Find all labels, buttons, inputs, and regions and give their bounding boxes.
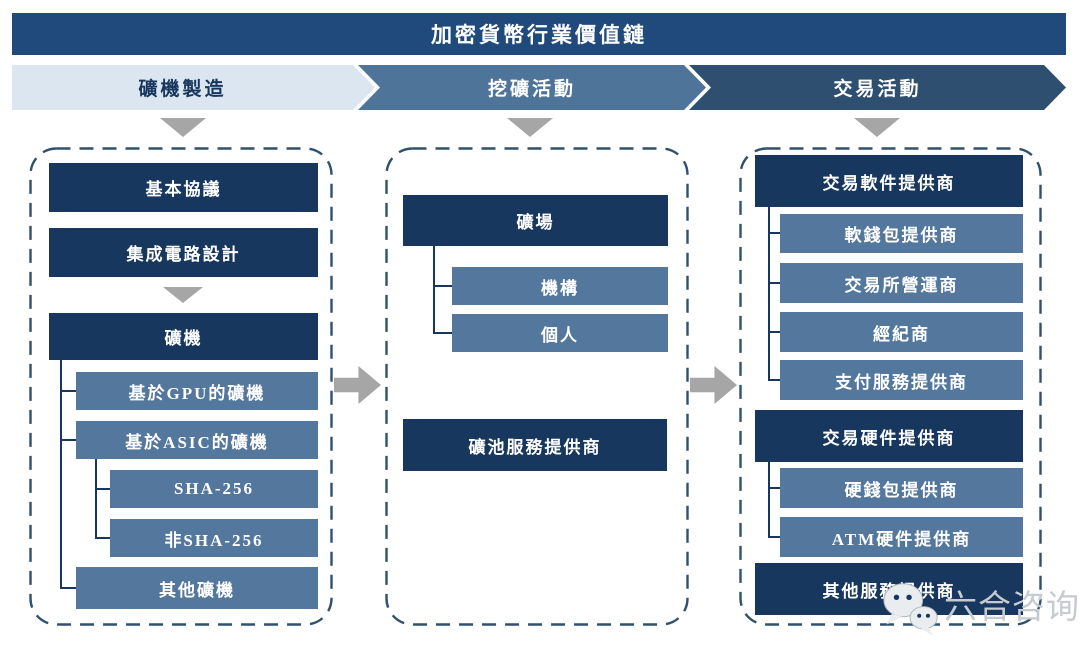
connector-line <box>60 439 76 441</box>
down-arrow-icon <box>507 118 553 137</box>
connector-line <box>433 332 452 334</box>
box-label: 機構 <box>541 278 579 298</box>
box-label: 礦機 <box>164 329 203 348</box>
box-trading-software-provider: 交易軟件提供商 <box>755 155 1023 207</box>
stage-label: 交易活動 <box>833 79 922 100</box>
box-individual: 個人 <box>452 314 668 352</box>
stage-group-outline-mining <box>385 147 689 626</box>
connector-line <box>768 282 780 284</box>
stage-group-outline-trading <box>739 147 1042 626</box>
down-arrow-icon <box>160 118 206 137</box>
down-arrow-icon <box>163 287 203 303</box>
connector-line <box>95 537 110 539</box>
box-mine-farm: 礦場 <box>403 195 668 246</box>
box-label: 非SHA-256 <box>164 530 264 550</box>
box-label: 礦池服務提供商 <box>468 437 602 457</box>
box-label: 硬錢包提供商 <box>844 480 959 500</box>
box-payment-service-provider: 支付服務提供商 <box>780 360 1023 400</box>
connector-line <box>60 587 76 589</box>
connector-line <box>768 207 770 381</box>
stage-chevron-mining-activities: 挖礦活動 <box>358 65 706 110</box>
flow-arrow-icon <box>334 366 381 404</box>
box-institution: 機構 <box>452 267 668 305</box>
connector-line <box>768 379 780 381</box>
connector-line <box>60 390 76 392</box>
down-arrow-icon <box>854 118 900 137</box>
stage-label: 礦機製造 <box>138 79 227 100</box>
page-title: 加密貨幣行業價值鏈 <box>12 13 1066 55</box>
connector-line <box>60 360 62 589</box>
box-other-miners: 其他礦機 <box>76 567 318 609</box>
box-label: 基於ASIC的礦機 <box>125 432 269 452</box>
connector-line <box>768 487 780 489</box>
box-asic-miner: 基於ASIC的礦機 <box>76 421 318 459</box>
box-ic-design: 集成電路設計 <box>49 228 318 277</box>
flow-arrow-icon <box>690 366 737 404</box>
box-label: 支付服務提供商 <box>835 372 968 392</box>
box-label: SHA-256 <box>173 479 255 498</box>
stage-chevron-trading-activities: 交易活動 <box>689 65 1066 110</box>
box-label: 基本協議 <box>145 180 222 199</box>
connector-line <box>768 232 780 234</box>
box-label: 個人 <box>541 325 579 345</box>
watermark: 六合咨询 <box>880 577 1080 639</box>
box-atm-hardware-provider: ATM硬件提供商 <box>780 517 1023 557</box>
box-label: 集成電路設計 <box>126 245 241 264</box>
connector-line <box>768 331 780 333</box>
box-label: 其他礦機 <box>159 580 235 600</box>
box-hard-wallet-provider: 硬錢包提供商 <box>780 468 1023 508</box>
box-mining-pool-provider: 礦池服務提供商 <box>403 419 667 471</box>
connector-line <box>433 246 435 334</box>
box-gpu-miner: 基於GPU的礦機 <box>76 372 318 410</box>
box-basic-protocol: 基本協議 <box>49 163 318 212</box>
connector-line <box>95 488 110 490</box>
box-broker: 經紀商 <box>780 312 1023 352</box>
box-label: 交易所營運商 <box>844 275 959 295</box>
box-sha256: SHA-256 <box>110 470 318 508</box>
box-label: 交易軟件提供商 <box>822 173 956 193</box>
stage-chevron-miner-manufacturing: 礦機製造 <box>12 65 375 110</box>
connector-line <box>768 536 780 538</box>
box-label: 軟錢包提供商 <box>844 226 959 245</box>
box-label: 經紀商 <box>873 324 930 344</box>
connector-line <box>433 285 452 287</box>
connector-line <box>768 462 770 538</box>
watermark-label: 六合咨询 <box>944 589 1080 626</box>
stage-group-outline-manufacturing <box>29 147 333 626</box>
stage-label: 挖礦活動 <box>487 79 576 100</box>
box-trading-hardware-provider: 交易硬件提供商 <box>755 410 1023 462</box>
box-label: ATM硬件提供商 <box>831 529 972 549</box>
box-label: 礦場 <box>516 213 555 232</box>
box-exchange-operator: 交易所營運商 <box>780 263 1023 303</box>
box-label: 交易硬件提供商 <box>822 428 956 448</box>
box-non-sha256: 非SHA-256 <box>110 519 318 557</box>
connector-line <box>95 459 97 539</box>
box-label: 基於GPU的礦機 <box>128 383 266 403</box>
wechat-icon <box>883 583 938 637</box>
box-mining-machine: 礦機 <box>49 313 318 360</box>
box-soft-wallet-provider: 軟錢包提供商 <box>780 214 1023 253</box>
